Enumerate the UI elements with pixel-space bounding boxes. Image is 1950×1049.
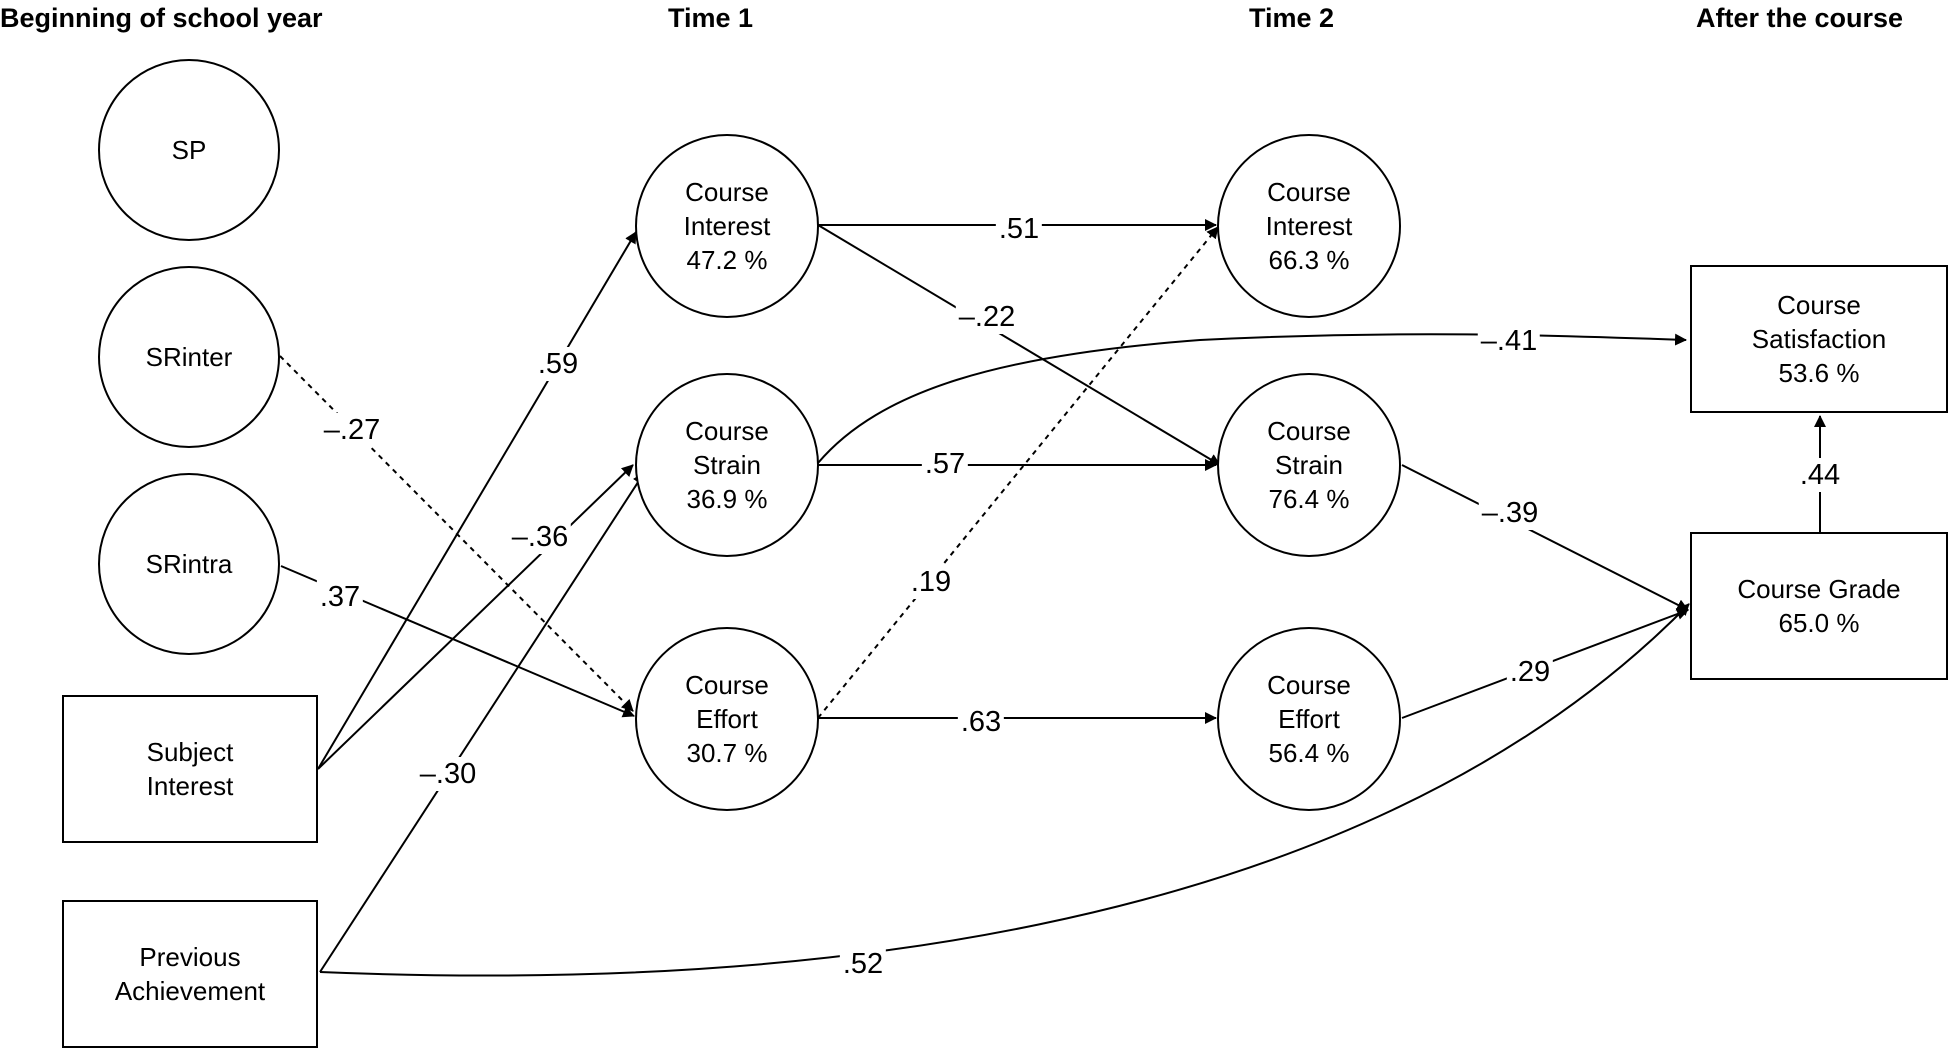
node-srintra: SRintra — [98, 473, 280, 655]
node-previous-achievement-line1: Previous — [139, 942, 241, 972]
edge-label-grade-satisfaction: .44 — [1796, 458, 1844, 492]
edge-label-t2effort-grade: .29 — [1506, 655, 1554, 689]
edge-srinter-t1effort — [279, 355, 634, 712]
edge-label-prevach-t1strain: –.30 — [416, 757, 480, 791]
node-t2-course-effort: Course Effort 56.4 % — [1217, 627, 1401, 811]
node-t1-course-interest: Course Interest 47.2 % — [635, 134, 819, 318]
node-t1-strain-line2: Strain — [693, 450, 761, 480]
node-t1-interest-line2: Interest — [683, 211, 771, 241]
edge-label-prevach-grade: .52 — [839, 947, 887, 981]
node-t2-effort-line1: Course — [1267, 670, 1351, 700]
edge-label-t2strain-grade: –.39 — [1478, 496, 1542, 530]
edge-prevach-grade — [319, 603, 1690, 977]
edge-t1strain-satisfaction — [817, 333, 1687, 464]
node-srintra-label: SRintra — [145, 549, 233, 579]
node-t1-effort-percent: 30.7 % — [686, 738, 768, 768]
node-previous-achievement-line2: Achievement — [114, 976, 266, 1006]
node-t1-effort-line2: Effort — [696, 704, 758, 734]
node-subject-interest-line1: Subject — [146, 737, 234, 767]
edge-label-subint-t1interest: .59 — [534, 347, 582, 381]
node-subject-interest: Subject Interest — [62, 695, 318, 843]
node-t2-course-strain: Course Strain 76.4 % — [1217, 373, 1401, 557]
edge-label-t1strain-satisfaction: –.41 — [1477, 324, 1541, 358]
node-srinter-label: SRinter — [145, 342, 233, 372]
edge-label-t1effort-t2effort: .63 — [957, 705, 1005, 739]
node-grade-line1: Course Grade — [1737, 574, 1901, 604]
edge-label-t1interest-t2interest: .51 — [995, 212, 1043, 246]
edge-label-t1interest-t2strain: –.22 — [955, 300, 1019, 334]
edge-label-t1effort-t2interest: .19 — [907, 565, 955, 599]
node-t1-effort-line1: Course — [685, 670, 769, 700]
edge-t1interest-t2strain — [817, 224, 1221, 466]
node-previous-achievement: Previous Achievement — [62, 900, 318, 1048]
edge-label-t1strain-t2strain: .57 — [921, 447, 969, 481]
node-t1-course-strain: Course Strain 36.9 % — [635, 373, 819, 557]
node-course-satisfaction: Course Satisfaction 53.6 % — [1690, 265, 1948, 413]
node-satisfaction-line1: Course — [1777, 290, 1861, 320]
edge-label-srinter-t1effort: –.27 — [320, 413, 384, 447]
node-t2-effort-percent: 56.4 % — [1268, 738, 1350, 768]
node-t1-strain-line1: Course — [685, 416, 769, 446]
node-t2-effort-line2: Effort — [1278, 704, 1340, 734]
node-t1-course-effort: Course Effort 30.7 % — [635, 627, 819, 811]
node-t2-interest-line1: Course — [1267, 177, 1351, 207]
node-subject-interest-line2: Interest — [146, 771, 234, 801]
node-t2-interest-line2: Interest — [1265, 211, 1353, 241]
node-t1-interest-percent: 47.2 % — [686, 245, 768, 275]
node-t2-course-interest: Course Interest 66.3 % — [1217, 134, 1401, 318]
node-satisfaction-line2: Satisfaction — [1751, 324, 1887, 354]
node-satisfaction-percent: 53.6 % — [1778, 358, 1860, 388]
node-course-grade: Course Grade 65.0 % — [1690, 532, 1948, 680]
edge-label-srintra-t1effort: .37 — [316, 580, 364, 614]
node-t1-interest-line1: Course — [685, 177, 769, 207]
header-after-the-course: After the course — [1696, 3, 1904, 33]
node-t2-strain-percent: 76.4 % — [1268, 484, 1350, 514]
edge-subint-t1strain — [317, 464, 634, 770]
node-grade-percent: 65.0 % — [1778, 608, 1860, 638]
edge-t2strain-grade — [1401, 464, 1689, 611]
node-t2-interest-percent: 66.3 % — [1268, 245, 1350, 275]
node-sp-label: SP — [171, 135, 207, 165]
node-srinter: SRinter — [98, 266, 280, 448]
header-time-1: Time 1 — [668, 3, 754, 33]
node-sp: SP — [98, 59, 280, 241]
node-t2-strain-line1: Course — [1267, 416, 1351, 446]
edge-prevach-t1strain — [319, 472, 645, 973]
header-beginning-of-school-year: Beginning of school year — [0, 3, 323, 33]
node-t1-strain-percent: 36.9 % — [686, 484, 768, 514]
header-time-2: Time 2 — [1249, 3, 1335, 33]
edge-subint-t1interest — [317, 231, 637, 770]
edge-label-subint-t1strain: –.36 — [508, 520, 572, 554]
node-t2-strain-line2: Strain — [1275, 450, 1343, 480]
